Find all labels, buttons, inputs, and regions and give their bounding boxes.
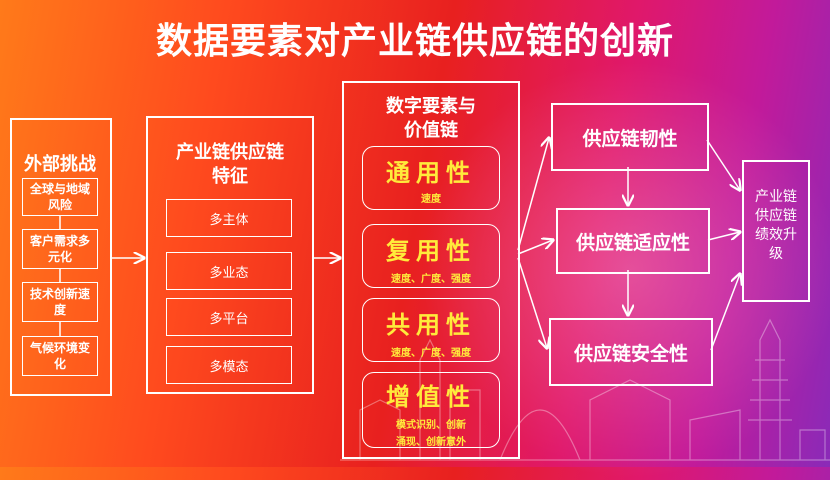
chain-characteristics-panel xyxy=(146,116,314,394)
challenge-item: 技术创新速度 xyxy=(22,282,98,322)
flow-arrows xyxy=(133,0,830,467)
challenge-item: 气候环境变化 xyxy=(22,336,98,376)
external-challenges-heading: 外部挑战 xyxy=(24,154,96,175)
value-item-universality: 通用性 速度 xyxy=(362,146,500,210)
characteristic-item: 多业态 xyxy=(166,252,292,290)
value-item-title: 通用性 xyxy=(386,158,476,187)
challenge-item: 客户需求多元化 xyxy=(22,229,98,269)
value-item-title: 增值性 xyxy=(386,382,476,411)
city-skyline-decoration xyxy=(340,318,830,461)
supply-chain-adaptability-box: 供应链适应性 xyxy=(556,208,710,274)
performance-upgrade-text: 产业链供应链绩效升级 xyxy=(755,189,797,262)
performance-upgrade-panel xyxy=(742,160,810,302)
challenge-item: 全球与地域风险 xyxy=(22,178,98,216)
chain-characteristics-heading-2: 特征 xyxy=(212,166,248,187)
chain-characteristics-heading-1: 产业链供应链 xyxy=(176,142,284,163)
characteristic-item: 多平台 xyxy=(166,298,292,336)
supply-chain-security-box: 供应链安全性 xyxy=(549,318,713,386)
value-item-desc: 速度、广度、强度 xyxy=(391,274,471,285)
characteristic-item: 多主体 xyxy=(166,199,292,237)
background-glow xyxy=(420,60,830,480)
value-item-value-add: 增值性 模式识别、创新 涌现、创新意外 xyxy=(362,372,500,448)
value-item-reusability: 复用性 速度、广度、强度 xyxy=(362,224,500,288)
characteristic-item: 多模态 xyxy=(166,346,292,384)
value-item-sharing: 共用性 速度、广度、强度 xyxy=(362,298,500,362)
digital-value-chain-panel xyxy=(342,81,520,459)
external-challenges-panel xyxy=(10,118,112,396)
value-item-desc: 速度 xyxy=(421,194,441,205)
digital-value-chain-heading-2: 价值链 xyxy=(404,120,458,141)
value-item-desc: 速度、广度、强度 xyxy=(391,348,471,359)
value-item-desc: 涌现、创新意外 xyxy=(396,437,466,448)
digital-value-chain-heading-1: 数字要素与 xyxy=(386,96,476,117)
value-item-desc: 模式识别、创新 xyxy=(396,420,466,431)
value-item-title: 复用性 xyxy=(386,236,476,265)
page-title: 数据要素对产业链供应链的创新 xyxy=(155,21,674,62)
value-item-title: 共用性 xyxy=(386,310,476,339)
